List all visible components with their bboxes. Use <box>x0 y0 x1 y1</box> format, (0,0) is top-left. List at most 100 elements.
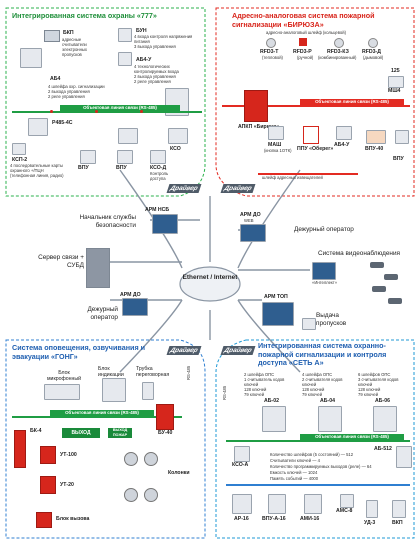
q2-ab4u-device <box>336 126 352 140</box>
ppu-device <box>303 126 319 144</box>
vpu-label-b: ВПУ <box>116 165 127 171</box>
arm-do-label: АРМ ДО <box>120 292 141 298</box>
ud3-label: УД-3 <box>364 520 376 526</box>
vpu-label-a: ВПУ <box>78 165 89 171</box>
cctv-label: Система видеонаблюдения <box>318 250 400 257</box>
vpu16-device <box>268 494 286 514</box>
rfd3p-device <box>299 38 307 46</box>
arm-do-web-sub: WEB <box>244 218 254 223</box>
kso-d-device <box>150 150 166 164</box>
ab06-device <box>373 406 397 432</box>
kso-d-label: КСО-Д <box>150 165 167 171</box>
ab4-device <box>20 48 42 68</box>
amm16-device <box>304 494 322 514</box>
q2-title: Адресно-аналоговая система пожарной сигн… <box>232 11 375 29</box>
rfd3d-note: (дымовой) <box>363 55 384 60</box>
r485-label: Р485-4С <box>52 120 73 126</box>
ab04-device <box>318 406 342 432</box>
q4-frame <box>215 339 415 539</box>
by40-label: БУ-40 <box>158 430 173 436</box>
ethernet-label: Ethernet / Internet <box>182 274 238 281</box>
guard2-label: Дежурный оператор <box>294 226 354 233</box>
arm-nsb-label: АРМ НСБ <box>145 207 170 213</box>
ab06-label: АБ-06 <box>375 398 390 404</box>
call-device <box>36 512 52 528</box>
cctv-soft: «Интеллект» <box>312 280 338 285</box>
bun-label: БУН <box>136 28 147 34</box>
q1-bus-line <box>12 111 202 113</box>
speaker-icon <box>144 488 158 502</box>
ind-label: Блок индикации <box>98 366 124 378</box>
kso-a-label: КСО-А <box>232 462 249 468</box>
vpu40-device <box>366 130 386 144</box>
phone-device <box>142 382 154 400</box>
cctv-monitor <box>312 262 336 280</box>
arm-do-web-monitor <box>240 224 266 242</box>
q2-vpu-label: ВПУ <box>393 156 404 162</box>
exit-sign: ВЫХОД <box>62 428 100 438</box>
q2-frame <box>215 7 415 197</box>
ab02-label: АБ-02 <box>264 398 279 404</box>
pass-label: Выдача пропусков <box>316 312 347 327</box>
q1-bus-node <box>50 110 53 113</box>
ab02-spec: 2 шлейфа ОПС 1 считыватель кодов ключей … <box>244 372 285 397</box>
bun-note: 4 входа контроля напряжения питания 3 вы… <box>134 34 193 49</box>
kpl2-device <box>12 143 26 155</box>
speakers-label: Колонки <box>168 470 190 476</box>
call-label: Блок вызова <box>56 516 90 522</box>
vpu-keyboard-1 <box>118 128 138 144</box>
kso-device <box>168 128 188 144</box>
vpu40-label: ВПУ-40 <box>365 146 384 152</box>
rfd3p-note: (ручной) <box>297 55 314 60</box>
q1-frame <box>5 7 206 197</box>
ab4u-label: АБ4-У <box>136 57 152 63</box>
vpu16-label: ВПУ-А-16 <box>262 516 286 522</box>
msh4-device <box>388 76 404 88</box>
pass-printer <box>302 318 316 330</box>
bkp-label: БКП <box>63 30 74 36</box>
vkp-device <box>392 500 406 518</box>
guard-label: Дежурный оператор <box>87 306 118 321</box>
rfd3t-device <box>266 38 276 48</box>
ab04-spec: 4 шлейфа ОПС 2 считывателя кодов ключей … <box>302 372 343 397</box>
msh4-label: МШ4 <box>388 88 401 94</box>
q4-bus-line <box>226 440 410 442</box>
camera-icon <box>388 298 402 304</box>
kso-a-device <box>234 446 250 462</box>
q4-title: Интегрированная система охранно-пожарной… <box>258 341 387 368</box>
q1-bus-label: Объектовая линия связи (RS-485) <box>60 105 180 111</box>
ab4u-device <box>118 52 132 66</box>
rfd3t-label: RFD3-Т <box>260 49 279 55</box>
q2-loop-label: адресно-аналоговый шлейф (кольцевой) <box>266 30 346 35</box>
camera-icon <box>372 286 386 292</box>
rfd3d-device <box>368 38 378 48</box>
mash-note: (кнопка 1ОТК) <box>264 148 292 153</box>
camera-icon <box>370 262 384 268</box>
mic-label: Блок микрофонный <box>46 370 81 382</box>
ab512-spec5: Память событий — 4000 <box>270 476 319 481</box>
q3-bus-label: Объектовая линия связи (RS-485) <box>50 410 154 416</box>
rfd3k-device <box>334 38 344 48</box>
apkp-device <box>244 90 268 122</box>
ab4-label: АБ4 <box>50 76 61 82</box>
ab512-label: АБ-512 <box>374 446 392 452</box>
ab512-spec3: Количество программируемых выходов (реле… <box>270 464 372 469</box>
ind-device <box>102 378 126 402</box>
camera-icon <box>384 274 398 280</box>
vkp-label: ВКП <box>392 520 403 526</box>
exit-fire-sign: ВЫХОД ПОЖАР <box>108 428 132 438</box>
ar16-device <box>232 494 252 514</box>
ab4u-note: 4 технологических контролируемых входа 2… <box>134 64 179 84</box>
arm-top-label: АРМ ТОП <box>264 294 288 300</box>
mash-label: МАШ <box>268 142 282 148</box>
mic-device <box>44 384 80 400</box>
arm-top-monitor <box>262 302 294 326</box>
q1-title: Интегрированная система охраны «777» <box>12 11 157 20</box>
r485-device <box>28 118 48 136</box>
ab02-device <box>262 406 286 432</box>
q4-driver-tag: Драйвер <box>220 346 256 355</box>
ut100-device <box>40 446 56 464</box>
bun-device <box>118 28 132 42</box>
